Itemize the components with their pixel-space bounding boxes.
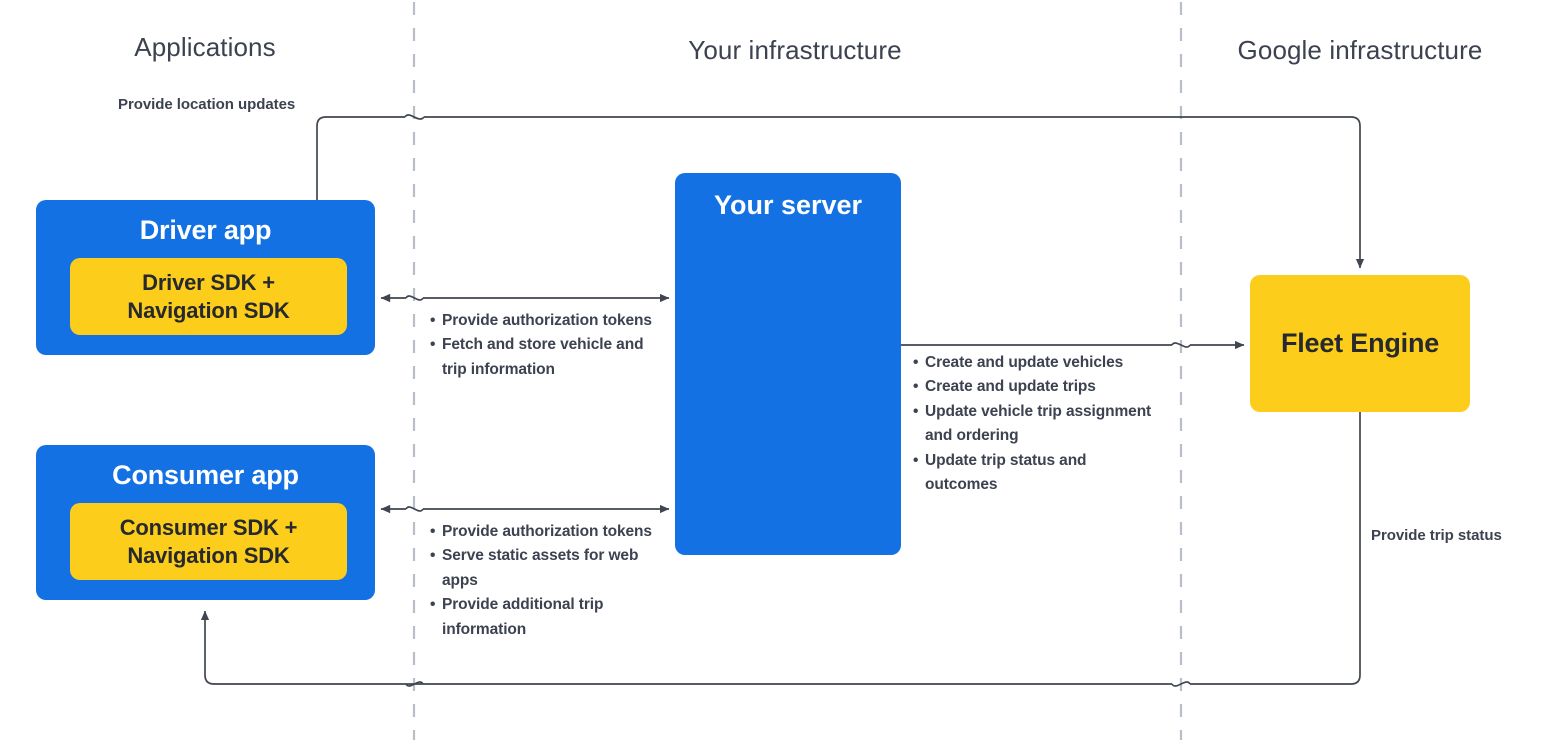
bullet-item: Provide additional trip information [430,593,652,642]
line-jump-driver-server [405,295,424,301]
column-header-google-infrastructure: Google infrastructure [1237,35,1483,65]
your-server-title: Your server [713,190,863,220]
node-consumer-sdk[interactable]: Consumer SDK +Navigation SDK [70,503,347,580]
line-jump-trip-status [1171,681,1191,687]
node-driver-sdk[interactable]: Driver SDK +Navigation SDK [70,258,347,335]
bullet-item: Provide authorization tokens [430,520,652,545]
bullet-item: Update vehicle trip assignment and order… [913,400,1161,449]
consumer-app-title: Consumer app [112,460,299,490]
bullet-item: Fetch and store vehicle and trip informa… [430,333,656,382]
line-jump-consumer-server [405,506,424,512]
column-header-applications: Applications [134,32,276,62]
bullet-item: Update trip status and outcomes [913,449,1161,498]
bullet-item: Create and update vehicles [913,351,1161,376]
node-fleet-engine[interactable]: Fleet Engine [1250,275,1470,412]
fleet-engine-title: Fleet Engine [1280,328,1440,358]
bullets-driver-to-server: Provide authorization tokensFetch and st… [430,309,656,382]
line-jump-trip-status-left [405,681,424,687]
annotation-provide-trip-status: Provide trip status [1371,527,1502,544]
node-driver-app[interactable]: Driver app Driver SDK +Navigation SDK [36,200,375,355]
bullet-item: Create and update trips [913,375,1161,400]
node-your-server[interactable]: Your server [675,173,901,555]
column-header-your-infrastructure: Your infrastructure [688,35,902,65]
line-jump-location-updates [404,114,425,120]
bullet-item: Serve static assets for web apps [430,544,652,593]
bullet-item: Provide authorization tokens [430,309,656,334]
bullets-consumer-to-server: Provide authorization tokensServe static… [430,520,652,642]
annotation-provide-location-updates: Provide location updates [118,96,296,113]
bullets-server-to-fleet: Create and update vehiclesCreate and upd… [913,351,1161,498]
node-consumer-app[interactable]: Consumer app Consumer SDK +Navigation SD… [36,445,375,600]
line-jump-server-fleet [1171,342,1191,348]
driver-app-title: Driver app [139,215,272,245]
